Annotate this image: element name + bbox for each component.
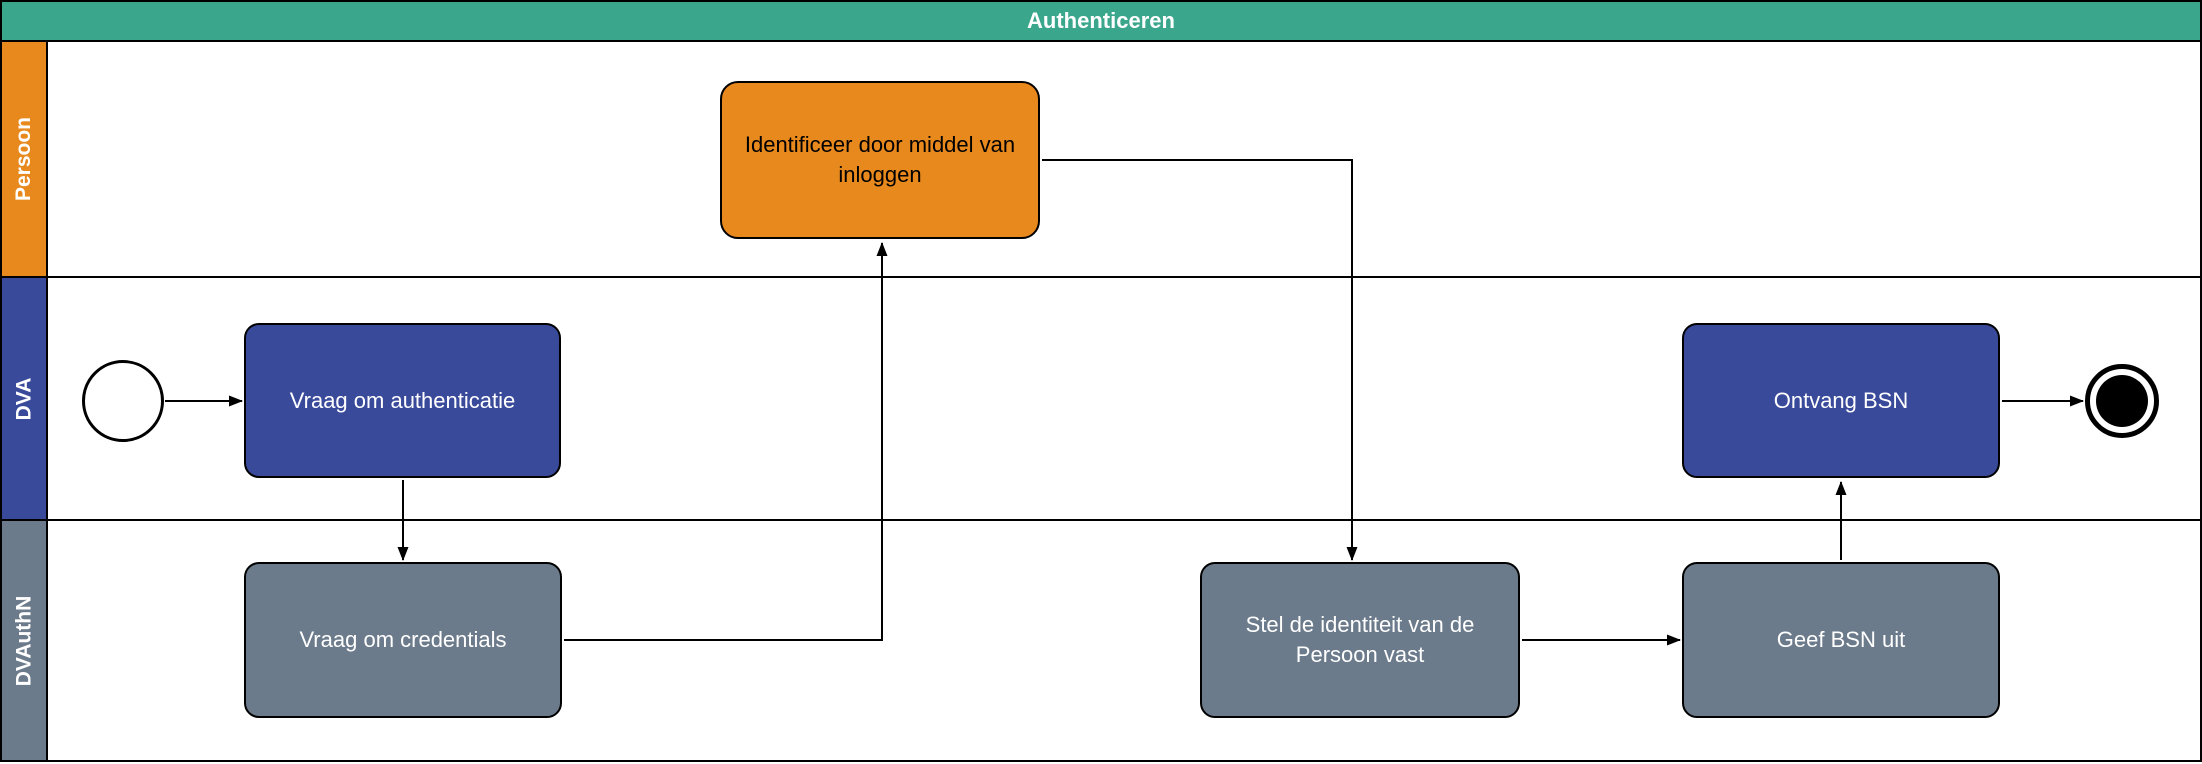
lane-label-dva-text: DVA: [12, 377, 35, 420]
task-label: Vraag om authenticatie: [289, 387, 516, 413]
lane-persoon: Persoon: [2, 42, 2200, 278]
start-event-circle: [82, 360, 164, 442]
lane-label-persoon: Persoon: [2, 42, 48, 276]
task-label: Geef BSN uit: [1776, 627, 1906, 653]
lane-label-persoon-text: Persoon: [12, 116, 35, 202]
pool-header: Authenticeren: [2, 2, 2200, 42]
lane-dvauthn: DVAuthN: [2, 521, 2200, 760]
task-label: Ontvang BSN: [1773, 387, 1909, 413]
lane-label-dva: DVA: [2, 278, 48, 519]
task-geef-bsn-uit: Geef BSN uit: [1682, 562, 2000, 718]
lane-label-dvauthn-text: DVAuthN: [12, 595, 35, 686]
task-label: Stel de identiteit van de Persoon vast: [1245, 612, 1475, 667]
task-vraag-om-credentials: Vraag om credentials: [244, 562, 562, 718]
task-label: Identificeer door middel van inloggen: [744, 132, 1016, 187]
task-stel-identiteit-vast: Stel de identiteit van de Persoon vast: [1200, 562, 1520, 718]
end-event-inner-circle: [2096, 375, 2148, 427]
task-ontvang-bsn: Ontvang BSN: [1682, 323, 2000, 478]
task-vraag-om-authenticatie: Vraag om authenticatie: [244, 323, 561, 478]
task-identificeer-door-inloggen: Identificeer door middel van inloggen: [720, 81, 1040, 239]
end-event-circle: [2085, 364, 2159, 438]
lane-label-dvauthn: DVAuthN: [2, 521, 48, 760]
diagram-title: Authenticeren: [1027, 8, 1175, 33]
task-label: Vraag om credentials: [299, 627, 507, 653]
